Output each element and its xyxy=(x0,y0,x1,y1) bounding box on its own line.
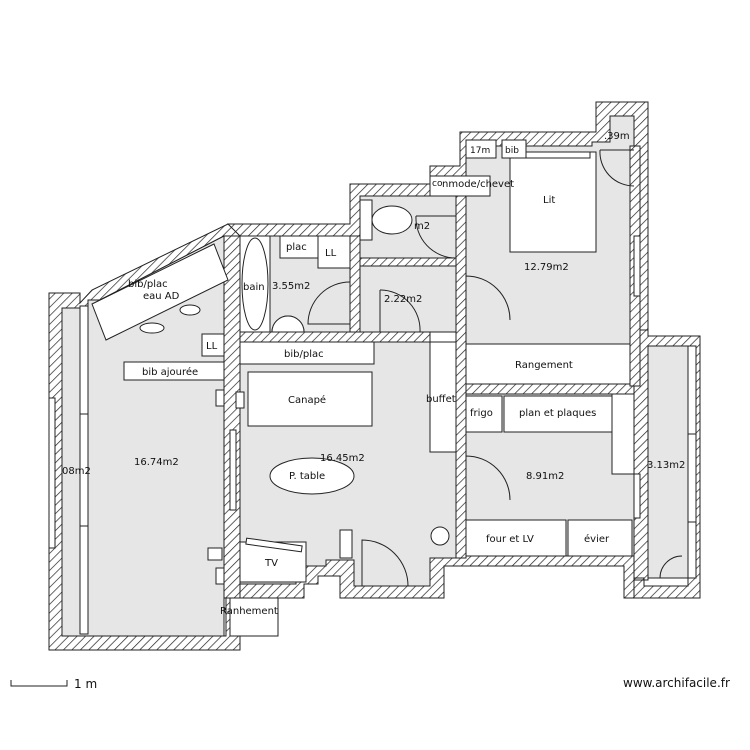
tv-screen xyxy=(245,537,303,553)
label-living-area: 16.74m2 xyxy=(134,457,179,468)
window-balcony-2 xyxy=(687,433,697,523)
label-bedroom-area: 12.79m2 xyxy=(524,262,569,273)
canape-sofa xyxy=(247,371,373,427)
label-wc-area: m2 xyxy=(414,221,430,232)
small-cabinet xyxy=(339,529,353,559)
window-salon-left xyxy=(229,429,237,511)
wall-partition-center-right xyxy=(455,177,467,559)
door-bedroom xyxy=(465,275,511,321)
label-commode: nmode/chevet xyxy=(442,179,514,190)
wall-partition-bath-bottom xyxy=(239,331,431,343)
label-rangement: Rangement xyxy=(515,360,573,371)
label-balcony-area: 3.13m2 xyxy=(647,460,685,471)
wall-partition-bath-right xyxy=(349,235,361,333)
scale-label: 1 m xyxy=(74,677,98,691)
label-four-lv: four et LV xyxy=(486,534,534,545)
radiator-3 xyxy=(215,567,225,585)
p-table xyxy=(269,457,355,495)
four-lv-box xyxy=(465,519,567,557)
stool xyxy=(430,526,450,546)
furniture xyxy=(91,139,635,637)
label-salon-area: 16.45m2 xyxy=(320,453,365,464)
rangement-cabinet xyxy=(465,343,631,385)
commode-chevet xyxy=(429,175,491,197)
label-kitchen-area: 8.91m2 xyxy=(526,471,564,482)
bed-pillow xyxy=(515,151,591,159)
label-bedroom-small-area: .39m xyxy=(604,131,630,142)
label-ranhement: Ranhement xyxy=(220,606,278,617)
watermark: www.archifacile.fr xyxy=(623,676,730,690)
wall-partition-kitchen-top xyxy=(465,383,635,395)
label-commode-prefix: co xyxy=(432,179,443,189)
label-p-table: P. table xyxy=(289,471,325,482)
kitchen-right-counter xyxy=(611,393,635,475)
wall-partition-wc-bottom xyxy=(359,257,457,267)
door-closet xyxy=(379,289,421,333)
door-kitchen xyxy=(465,455,511,501)
label-bain: bain xyxy=(243,282,265,293)
label-canape: Canapé xyxy=(288,394,326,406)
label-evier: évier xyxy=(584,533,610,545)
window-balcony-3 xyxy=(687,521,697,579)
bib-plac-mid-shelf xyxy=(239,341,375,365)
label-bath-area: 3.55m2 xyxy=(272,281,310,292)
radiator-2 xyxy=(235,391,245,409)
label-tv: TV xyxy=(264,558,278,569)
bureau-ad-desk xyxy=(91,243,229,341)
small-box-17m xyxy=(465,139,497,159)
door-balcony xyxy=(659,555,683,579)
label-frigo: frigo xyxy=(470,408,493,419)
bathtub-basin xyxy=(241,237,269,331)
label-bib-bed: bib xyxy=(505,146,519,156)
window-right-kitchen xyxy=(633,473,641,519)
label-living-window-area: 08m2 xyxy=(62,466,91,477)
label-ll-left: LL xyxy=(206,341,218,352)
floor-balcony xyxy=(647,345,689,579)
label-lit: Lit xyxy=(543,195,555,206)
label-bureau-ad: eau AD xyxy=(143,291,180,302)
labels: bib/plac eau AD bib ajourée LL 16.74m2 0… xyxy=(62,131,685,617)
bureau-chair-1 xyxy=(139,322,165,334)
window-left-outer xyxy=(48,397,56,549)
door-bedroom-small xyxy=(599,149,635,187)
label-ll-bath: LL xyxy=(325,248,337,259)
bed xyxy=(509,151,597,253)
bath-sink xyxy=(271,315,305,333)
label-small-17m: 17m xyxy=(470,146,490,156)
ranhement-box xyxy=(229,597,279,637)
radiator-1 xyxy=(215,389,225,407)
evier-box xyxy=(567,519,633,557)
floor-closet xyxy=(359,265,457,333)
label-bib-plac-top: bib/plac xyxy=(128,279,168,290)
window-left-1 xyxy=(79,305,89,415)
door-entrance xyxy=(361,539,409,587)
label-plac: plac xyxy=(286,242,307,253)
wc-bowl xyxy=(371,205,413,235)
scale-bar xyxy=(10,680,68,687)
bib-bed-box xyxy=(501,139,527,159)
door-bath xyxy=(307,281,351,325)
doors xyxy=(271,149,683,587)
wc-tank xyxy=(359,199,373,241)
wall-partition-vertical-left xyxy=(223,235,241,599)
ll-left-box xyxy=(201,333,225,357)
buffet-cabinet xyxy=(429,341,457,453)
ll-bath-box xyxy=(317,235,351,269)
door-wc xyxy=(415,215,457,259)
label-plan-plaques: plan et plaques xyxy=(519,408,596,419)
label-bib-plac-mid: bib/plac xyxy=(284,349,324,360)
windows xyxy=(48,181,697,635)
window-left-3 xyxy=(79,525,89,635)
label-buffet: buffet xyxy=(426,394,456,405)
label-bib-ajouree: bib ajourée xyxy=(142,366,198,378)
label-closet-area: 2.22m2 xyxy=(384,294,422,305)
radiator-4 xyxy=(207,547,223,561)
window-balcony-1 xyxy=(687,345,697,435)
bib-ajouree-shelf xyxy=(123,361,225,381)
frigo-box xyxy=(465,395,503,433)
bureau-chair-2 xyxy=(179,304,201,316)
window-right-bedroom xyxy=(633,235,641,297)
